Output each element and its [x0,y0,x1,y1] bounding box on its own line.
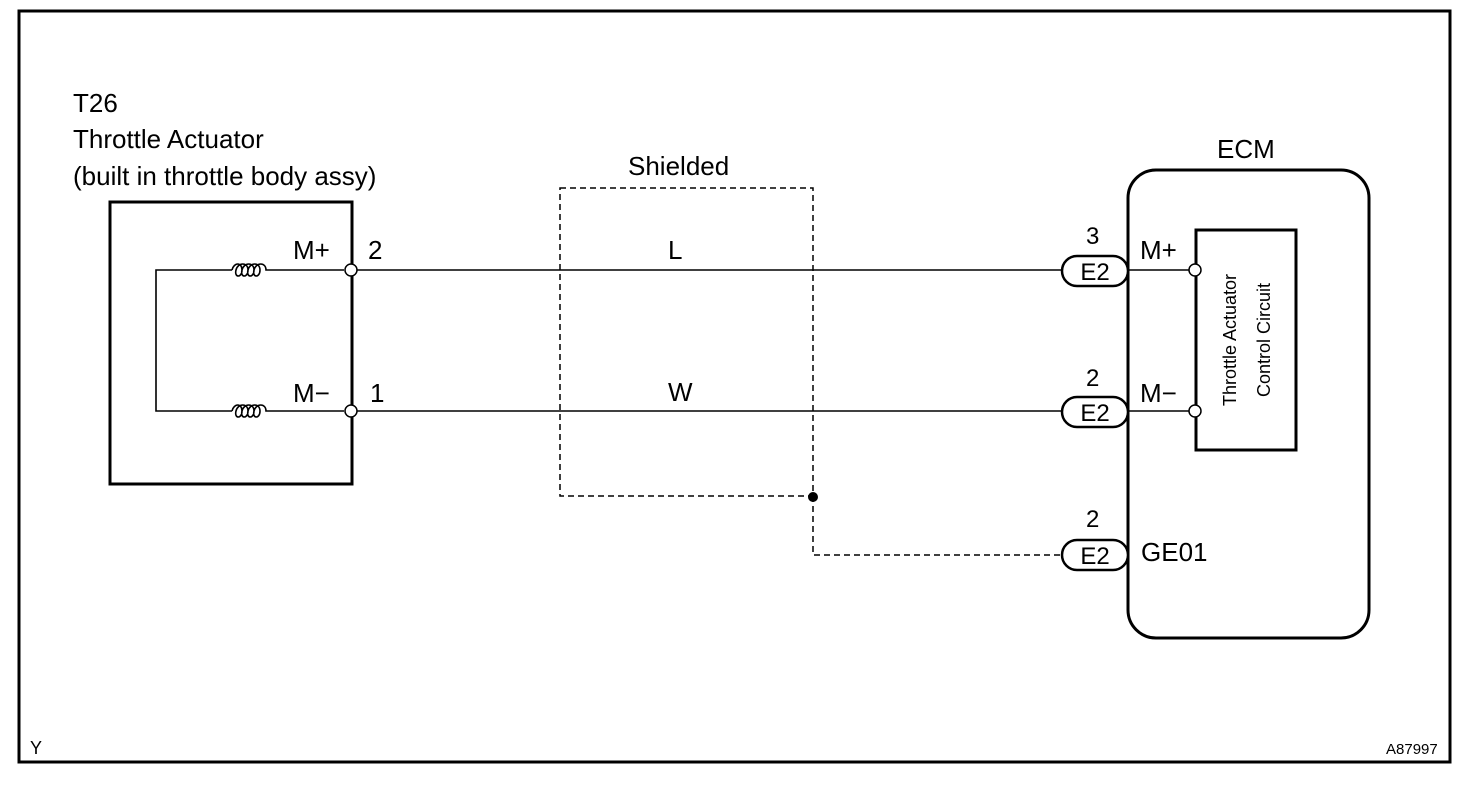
actuator-internal-wire [155,269,232,412]
shield-outline [559,187,814,497]
actuator-pin-plus-number: 2 [368,235,382,265]
ecm-title: ECM [1217,134,1275,164]
control-circuit-line2: Control Circuit [1254,283,1274,397]
connector-pin-number: 3 [1086,223,1099,250]
actuator-terminal-minus [344,404,358,418]
figure-id: A87997 [1386,741,1438,758]
ecm-connector-minus: 2 E2 [1060,365,1130,429]
coil-icon [231,404,272,418]
ecm-terminal-minus [1188,404,1202,418]
actuator-code: T26 [73,88,118,118]
actuator-pin-plus-label: M+ [293,235,330,265]
ecm-ground-label: GE01 [1141,537,1208,567]
actuator-terminal-plus [344,263,358,277]
ecm-box [1126,168,1371,640]
connector-code: E2 [1080,259,1109,286]
connector-pin-number: 2 [1086,365,1099,392]
ecm-connector-plus: 3 E2 [1060,223,1130,288]
ecm-connector-ground: 2 E2 [1060,506,1130,572]
actuator-box [108,200,354,486]
actuator-note: (built in throttle body assy) [73,161,376,191]
connector-code: E2 [1080,543,1109,570]
wire-minus-color: W [668,377,693,407]
wire-plus-color: L [668,235,682,265]
ecm-pin-plus-label: M+ [1140,235,1177,265]
control-circuit-box [1194,228,1298,452]
actuator-pin-minus-label: M− [293,378,330,408]
shield-drain-wire [812,496,1063,556]
corner-left-label: Y [30,738,42,758]
diagram-frame [17,9,1452,764]
actuator-name: Throttle Actuator [73,124,264,154]
ecm-terminal-plus [1188,263,1202,277]
ecm-pin-minus-label: M− [1140,378,1177,408]
shield-label: Shielded [628,151,729,181]
control-circuit-line1: Throttle Actuator [1220,274,1240,406]
shield-junction-dot [808,492,818,502]
connector-code: E2 [1080,400,1109,427]
connector-pin-number: 2 [1086,506,1099,533]
actuator-pin-minus-number: 1 [370,378,384,408]
coil-icon [231,263,272,277]
